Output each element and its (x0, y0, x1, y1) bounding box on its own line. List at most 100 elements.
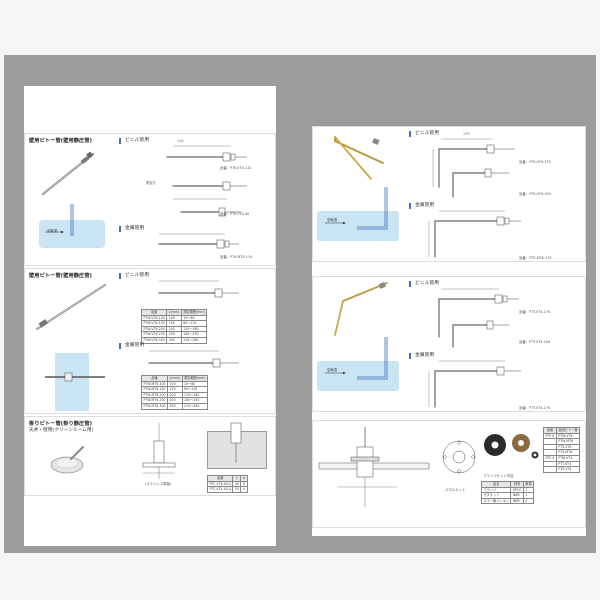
table-cell: PTW-MT6 (555, 438, 581, 445)
metal-tube-dimension-drawing (158, 233, 239, 249)
ceiling-pitot-section: 掛りピトー管(掛り静圧管) 天井・壁用(クリーンルーム用) (ステンレス銅板) … (24, 416, 276, 496)
wall-illustration (55, 353, 89, 411)
metal-tube-heading: 金属管用 (409, 203, 434, 209)
duct-illustration (39, 220, 105, 248)
table-header: 適用ピトー管 (555, 427, 581, 434)
table-cell: PTW-VT6-250 (140, 331, 168, 338)
vinyl-tube-heading: ビニル管用 (409, 131, 439, 137)
table-cell: 1 (522, 492, 535, 499)
wall-pitot-section-1: 壁用ピトー管(壁用静圧管) 空気流 ビニル管用 (24, 133, 276, 266)
product-photo-l-rod-gold (334, 136, 384, 180)
table-cell: 300 (166, 403, 183, 410)
table-cell: 100 (166, 314, 182, 322)
table-header: 測定範囲(mm) (180, 309, 208, 316)
metal-tube-heading: 金属管用 (409, 353, 434, 359)
flange-mounting-drawing (318, 427, 430, 507)
duct-l-probe-drawing (325, 337, 388, 380)
table-cell: 100 (166, 380, 183, 388)
airflow-label: 空気流 (327, 218, 338, 222)
table-cell: PTS-VT4 (555, 466, 581, 473)
table-cell: PTW-VT6-200 (140, 325, 168, 333)
table-header: d (240, 475, 248, 482)
vinyl-tube-heading: ビニル管用 (409, 281, 439, 287)
table-cell (543, 466, 557, 473)
ceiling-probe-section-drawing (230, 422, 242, 463)
table-cell: PTS-MT6 (555, 449, 581, 456)
table-cell: 110〜180 (181, 391, 208, 399)
section-title: 壁用ピトー管(壁用静圧管) (29, 273, 93, 279)
table-cell: 6 (240, 480, 248, 488)
flange-set-parts-photo (484, 434, 539, 459)
table-cell: 150 (166, 386, 183, 393)
product-photo-long-rod (36, 284, 106, 330)
left-catalog-page: 壁用ピトー管(壁用静圧管) 空気流 ビニル管用 (24, 86, 276, 546)
vinyl-t-probe-drawing (438, 288, 519, 348)
table-cell: 4 (240, 486, 248, 493)
model-number-a: 品番：PTT-VT4-170 (519, 310, 551, 314)
model-number-b: 品番：PTT-VT4-100 (519, 340, 551, 344)
ceiling-pitot-drawing (142, 423, 176, 479)
table-row: PTW-MT6 (543, 438, 581, 445)
l-pitot-section-2: 空気流 ビニル管用 品番：PTT-VT4-170 品番：PTT-VT4-100 … (312, 276, 586, 412)
table-header: L(mm) (166, 309, 182, 316)
table-cell: PTW-MT6-300 (140, 403, 169, 410)
table-cell: PTW-VT4 (555, 455, 581, 462)
table-cell: PTW-MT6-150 (140, 386, 169, 393)
model-number-b: 品番：PTK-VT4-40 (220, 212, 250, 216)
vinyl-l-probe-drawing (432, 138, 515, 198)
table-cell: 300 (166, 337, 182, 344)
table-cell: PTW-MT6-200 (140, 391, 169, 399)
table-row: PTS-VT4 (543, 466, 581, 473)
l-pitot-section-1: 空気流 ビニル管用 170 品番：PTS-VT6-170 品番：PTS-VT6-… (312, 126, 586, 262)
table-cell: PTC-VT6-40-S (206, 480, 234, 488)
vinyl-tube-heading: ビニル管用 (119, 138, 149, 144)
vinyl-tube-dimension-drawing (158, 280, 239, 298)
table-cell: 110〜180 (180, 325, 208, 333)
metal-tube-dimension-drawing (148, 350, 239, 368)
product-photo-bent-rod-gold (334, 282, 388, 336)
section-subtitle: 天井・壁用(クリーンルーム用) (29, 428, 94, 433)
table-cell: PTW-VT6-300 (140, 337, 168, 344)
model-number-a: 品番：PTK-VT6-110 (220, 166, 252, 170)
model-number-c: 品番：PTK-MT6-110 (220, 255, 253, 259)
vinyl-tube-heading: ビニル管用 (119, 273, 149, 279)
table-header: 品番 (206, 475, 234, 482)
table-cell: 200 (166, 391, 183, 399)
table-cell: PTC-VT4-40-S (206, 486, 234, 493)
duct-l-probe-drawing (325, 187, 388, 230)
table-cell: 200 (166, 325, 182, 333)
right-catalog-page: 空気流 ビニル管用 170 品番：PTS-VT6-170 品番：PTS-VT6-… (312, 126, 586, 536)
table-cell: NBR (510, 497, 524, 505)
metal-tube-heading: 金属管用 (119, 226, 144, 232)
stainless-label: (ステンレス銅板) (145, 482, 172, 486)
table-cell: PTW-VT6-100 (140, 314, 168, 322)
table-cell: 35 (232, 486, 242, 493)
table-cell: PTS-VT6 (555, 443, 581, 451)
metal-tube-heading: 金属管用 (119, 343, 144, 349)
table-cell: 150 (166, 320, 182, 327)
model-number-c: 品番：PTT-VT4-170 (519, 406, 551, 410)
table-cell: 160〜230 (181, 397, 208, 404)
airflow-label: 空気流 (47, 229, 58, 233)
table-row: PTT-VT4 (543, 460, 581, 468)
wall-probe-drawing (45, 372, 105, 382)
table-cell: PTT-VT4 (555, 460, 581, 468)
table-cell: 4 (522, 497, 535, 505)
table-cell: 40 (232, 480, 242, 488)
section-title: 壁用ピトー管(壁用静圧管) (29, 138, 93, 144)
model-number-c: 品番：PTS-MT6-170 (519, 256, 552, 260)
